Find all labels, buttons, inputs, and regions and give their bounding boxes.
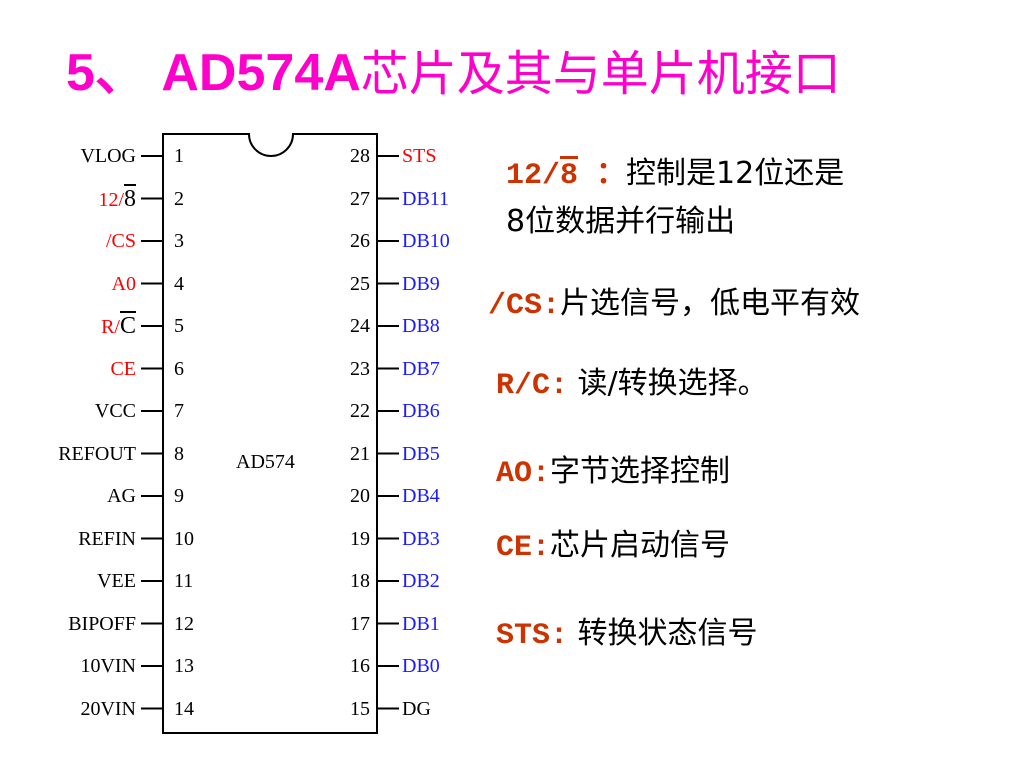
pin-lines <box>141 155 399 710</box>
left-pin-name: /CS <box>105 230 136 252</box>
right-pin-name: DB3 <box>402 527 440 550</box>
right-pin-number: 22 <box>350 400 370 422</box>
desc-sts-key: STS: <box>496 619 569 653</box>
right-pin-name: STS <box>402 145 437 167</box>
desc-cs: /CS:片选信号，低电平有效 <box>488 286 860 324</box>
chip-label: AD574 <box>236 451 295 473</box>
desc-12-8-line2: 8位数据并行输出 <box>506 204 736 239</box>
right-pin-name: DB6 <box>402 400 440 422</box>
desc-12-8-line1: 控制是12位还是 <box>626 156 845 191</box>
left-pin-number: 9 <box>174 485 184 507</box>
left-pin-number: 8 <box>174 442 184 465</box>
desc-12-8-key: 12/8 ： <box>506 159 627 193</box>
right-pin-name: DB5 <box>402 442 440 465</box>
desc-12-8-second-line: 8位数据并行输出 <box>506 204 735 240</box>
left-pin-name: VLOG <box>80 145 136 167</box>
desc-12-8: 12/8 ：控制是12位还是 <box>506 156 844 194</box>
right-pin-name: DB4 <box>402 485 440 507</box>
right-pin-name: DB2 <box>402 570 440 592</box>
desc-ce: CE:芯片启动信号 <box>496 528 730 566</box>
chip-body <box>162 133 378 734</box>
right-pin-number: 23 <box>350 357 370 380</box>
title-text: 芯片及其与单片机接口 <box>360 46 841 102</box>
left-pin-name: CE <box>110 357 136 380</box>
right-pin-name: DB7 <box>402 357 440 380</box>
left-pin-number: 13 <box>174 655 194 677</box>
desc-cs-key: /CS: <box>488 289 561 323</box>
right-pin-name: DB11 <box>402 187 450 210</box>
left-pin-name: REFIN <box>78 527 136 550</box>
desc-rc: R/C: 读/转换选择。 <box>496 366 768 404</box>
left-pin-number: 7 <box>174 400 184 422</box>
right-pin-name: DB10 <box>402 230 450 252</box>
left-pin-name: R/C <box>101 313 136 339</box>
desc-cs-value: 片选信号，低电平有效 <box>560 286 861 321</box>
slide-title: 5、 AD574A芯片及其与单片机接口 <box>66 38 841 108</box>
right-pin-number: 24 <box>350 315 370 337</box>
left-pin-number: 10 <box>174 527 194 550</box>
right-pin-number: 20 <box>350 485 370 507</box>
left-pin-name: REFOUT <box>58 442 136 465</box>
desc-ce-key: CE: <box>496 531 551 565</box>
left-pin-name: A0 <box>111 272 136 295</box>
right-pin-number: 28 <box>350 145 370 167</box>
right-pin-number: 18 <box>350 570 370 592</box>
right-pin-number: 15 <box>350 697 370 720</box>
right-pin-name: DB1 <box>402 612 440 635</box>
desc-ao: AO:字节选择控制 <box>496 454 730 492</box>
right-pin-name: DG <box>402 697 431 720</box>
left-pin-name: VEE <box>97 570 136 592</box>
left-pin-name: 20VIN <box>80 697 136 720</box>
left-pin-name: AG <box>107 485 136 507</box>
left-pin-number: 11 <box>174 570 194 592</box>
left-pin-name: 12/8 <box>98 185 136 212</box>
desc-sts: STS: 转换状态信号 <box>496 616 758 654</box>
desc-ao-key: AO: <box>496 457 551 491</box>
right-pin-name: DB0 <box>402 655 440 677</box>
left-pin-number: 2 <box>174 187 184 210</box>
left-pin-number: 6 <box>174 357 184 380</box>
left-pin-name: 10VIN <box>80 655 136 677</box>
desc-rc-value: 读/转换选择。 <box>568 366 768 401</box>
right-pin-number: 19 <box>350 527 370 550</box>
right-pin-name: DB9 <box>402 272 440 295</box>
left-pin-name: BIPOFF <box>68 612 136 635</box>
left-pin-number: 3 <box>174 230 184 252</box>
desc-rc-key: R/C: <box>496 369 569 403</box>
left-pin-number: 12 <box>174 612 194 635</box>
right-pin-number: 26 <box>350 230 370 252</box>
left-pin-number: 1 <box>174 145 184 167</box>
left-pin-name: VCC <box>94 400 136 422</box>
right-pin-name: DB8 <box>402 315 440 337</box>
left-pin-number: 4 <box>174 272 184 295</box>
left-pin-number: 14 <box>174 697 194 720</box>
right-pin-number: 17 <box>350 612 370 635</box>
desc-ce-value: 芯片启动信号 <box>550 528 731 563</box>
desc-sts-value: 转换状态信号 <box>568 616 758 651</box>
left-pin-number: 5 <box>174 315 184 337</box>
right-pin-number: 21 <box>350 442 370 465</box>
title-number: 5、 AD574A <box>66 44 361 102</box>
right-pin-number: 25 <box>350 272 370 295</box>
desc-ao-value: 字节选择控制 <box>550 454 731 489</box>
right-pin-number: 16 <box>350 655 370 677</box>
right-pin-number: 27 <box>350 187 370 210</box>
